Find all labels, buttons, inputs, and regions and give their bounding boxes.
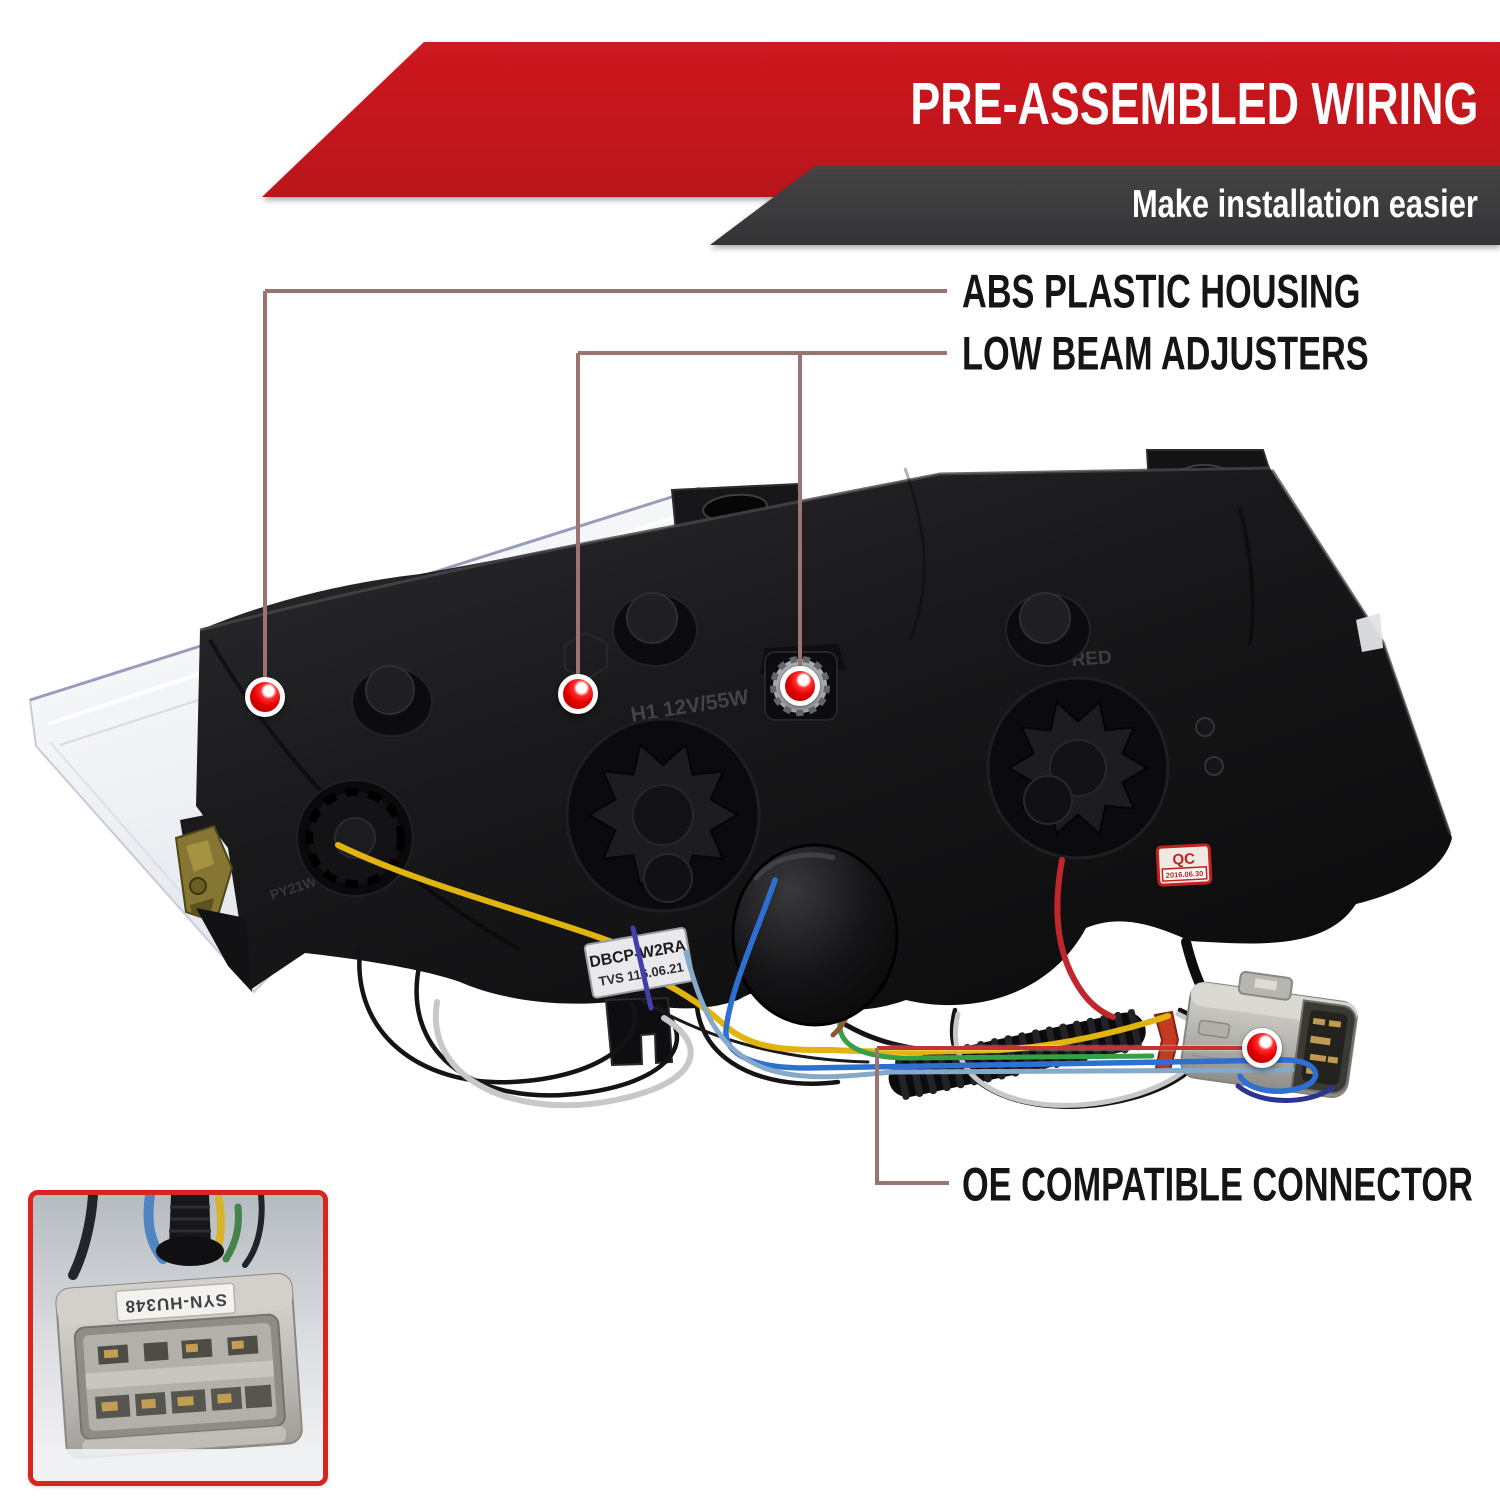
bulb-socket-left: [296, 779, 414, 897]
inset-boot-collar: [156, 1236, 224, 1266]
abs-callout-line-v: [263, 291, 267, 679]
abs-callout-line-h: [265, 289, 947, 293]
dark-ribbon-shape: [710, 166, 1500, 245]
connector-closeup-inset: SYN-HU348: [28, 1190, 328, 1486]
dust-cap-small-mid: [612, 592, 698, 667]
dust-cap-small-right: [1005, 592, 1091, 667]
banner-title: PRE-ASSEMBLED WIRING: [910, 71, 1478, 137]
qc-sticker: QC 2016.06.30: [1155, 843, 1213, 887]
adjuster-cap-right: [986, 676, 1170, 860]
lowbeam-callout-line-h: [578, 351, 947, 355]
purple-wire: [630, 925, 654, 1011]
header-banner-shapes: [262, 42, 1500, 245]
inset-pins-top: [103, 1340, 245, 1359]
adjuster-cap-center: [565, 717, 761, 913]
marker-dot-lowbeam2-icon: [780, 666, 820, 706]
marker-dot-abs-icon: [245, 677, 285, 717]
bulb-dust-cover-dome: [731, 843, 899, 1027]
red-ribbon-shape: [262, 42, 1500, 197]
blue-wires: [683, 877, 1335, 1103]
metal-retaining-clip: [174, 812, 252, 992]
oe-callout-line-h: [877, 1046, 1262, 1050]
banner-subtitle: Make installation easier: [1132, 183, 1478, 226]
abs-housing-body: [196, 466, 1452, 1010]
oe-callout-line-v: [875, 1048, 879, 1185]
label-low-beam-adjusters: LOW BEAM ADJUSTERS: [962, 326, 1369, 380]
oe-callout-line-h2: [875, 1181, 949, 1185]
dust-cap-small-left: [351, 665, 433, 737]
label-oe-compatible-connector: OE COMPATIBLE CONNECTOR: [962, 1157, 1473, 1211]
connector-closeup-photo: SYN-HU348: [33, 1195, 323, 1481]
headlight-rear-photo: H1 12V/55W RED PY21W 2W: [28, 449, 1452, 1109]
lowbeam-callout-line-v1: [576, 353, 580, 676]
inset-connector-body: SYN-HU348: [55, 1272, 303, 1460]
label-abs-plastic-housing: ABS PLASTIC HOUSING: [962, 264, 1361, 318]
qc-sticker-title: QC: [1172, 850, 1196, 868]
yellow-wire: [335, 842, 615, 945]
white-wire-left: [432, 999, 694, 1109]
qc-sticker-date: 2016.06.30: [1166, 869, 1204, 880]
marker-dot-lowbeam1-icon: [558, 674, 598, 714]
lowbeam-callout-line-v2: [798, 353, 802, 668]
marker-dot-oe-icon: [1242, 1028, 1282, 1068]
inset-pins-bottom: [101, 1393, 232, 1412]
